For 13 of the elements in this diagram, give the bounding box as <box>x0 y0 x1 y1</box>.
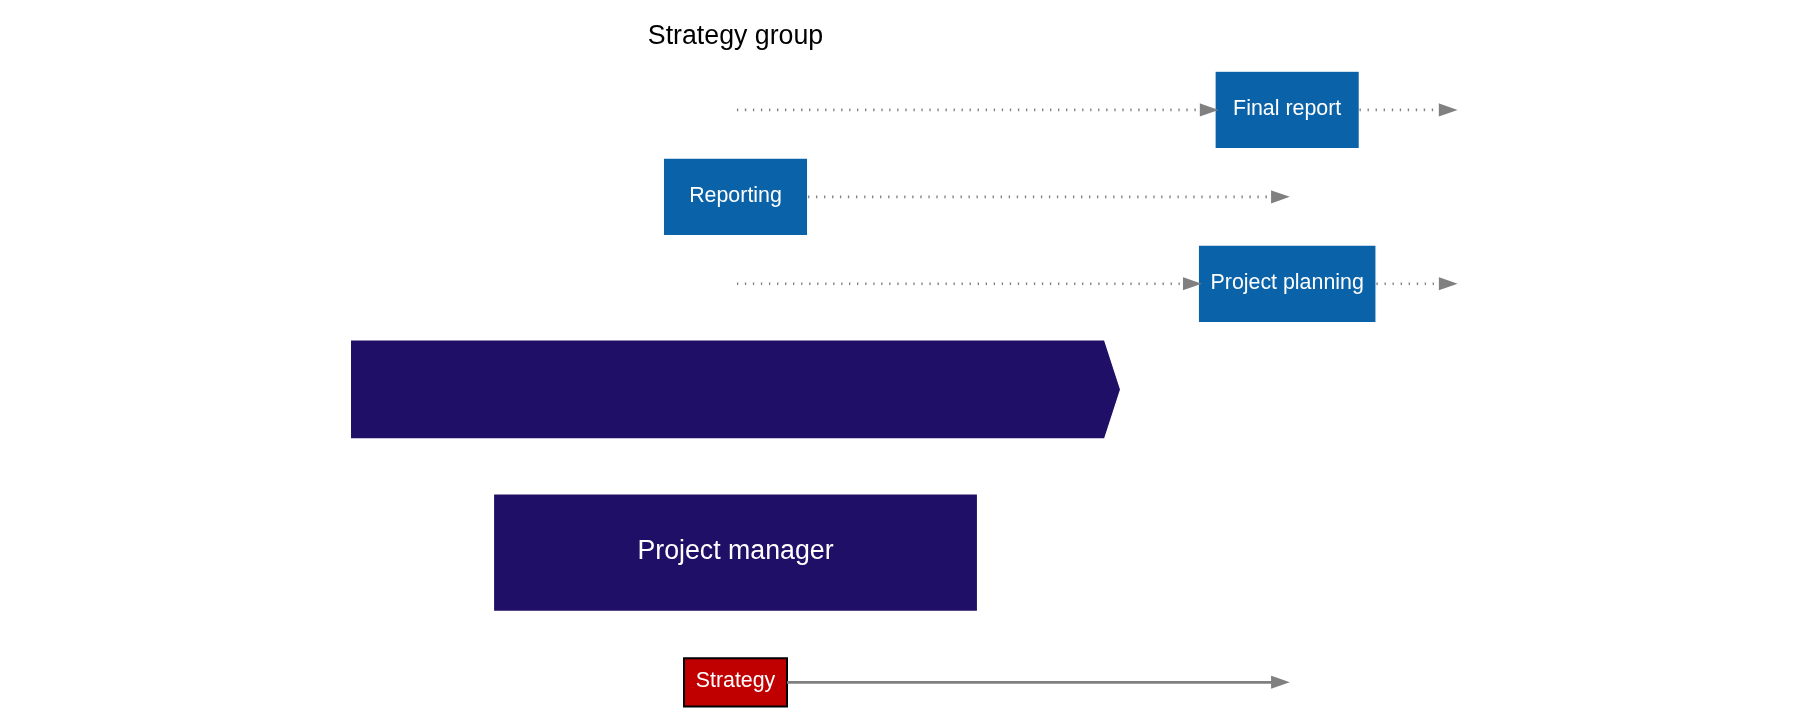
arrow <box>786 675 1290 689</box>
arrow <box>1375 277 1458 291</box>
arrow <box>736 103 1219 117</box>
label: Strategy group <box>647 20 823 51</box>
node-box: Reporting <box>662 157 808 237</box>
node-box: Project manager <box>493 494 977 611</box>
node-box: Strategy <box>682 657 788 708</box>
arrow <box>736 277 1202 291</box>
arrow <box>1359 103 1458 117</box>
arrow <box>807 190 1290 204</box>
node-box: Final report <box>1213 70 1360 150</box>
node-chevron <box>349 339 1121 440</box>
node-box: Project planning <box>1197 244 1377 324</box>
